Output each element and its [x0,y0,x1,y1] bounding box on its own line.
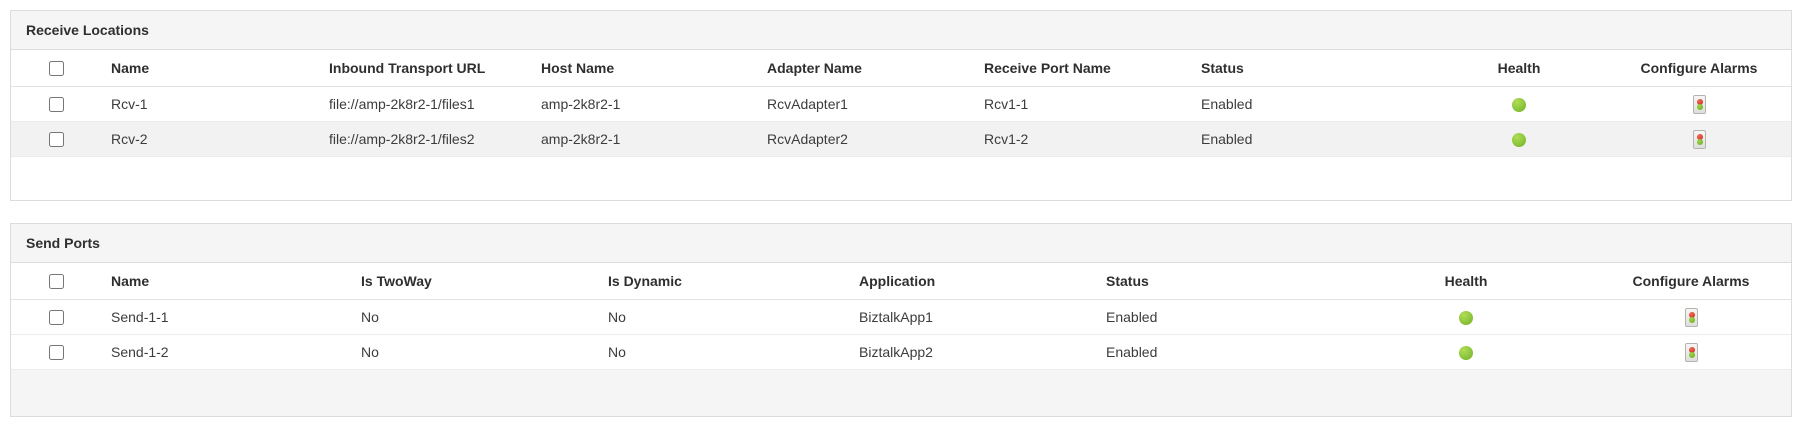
cell-name: Send-1-2 [101,334,351,370]
column-header-is-twoway: Is TwoWay [351,263,598,300]
column-header-application: Application [849,263,1096,300]
cell-configure-alarms [1607,121,1791,157]
configure-alarms-icon[interactable] [1692,129,1706,149]
cell-host-name: amp-2k8r2-1 [531,121,757,157]
cell-name: Rcv-2 [101,121,319,157]
cell-application: BiztalkApp2 [849,334,1096,370]
select-all-checkbox[interactable] [48,61,64,77]
configure-alarms-icon[interactable] [1684,342,1698,362]
cell-is-twoway: No [351,334,598,370]
column-header-configure-alarms: Configure Alarms [1591,263,1791,300]
panel-footer [11,157,1791,200]
health-ok-icon [1459,346,1473,361]
column-header-status: Status [1191,50,1431,87]
configure-alarms-icon[interactable] [1692,94,1706,114]
health-ok-icon [1459,311,1473,326]
cell-health [1341,334,1591,370]
cell-is-dynamic: No [598,334,849,370]
send-ports-panel: Send Ports Name Is TwoWay Is Dynamic App… [10,223,1792,417]
row-checkbox[interactable] [48,345,64,361]
row-checkbox[interactable] [48,310,64,326]
cell-status: Enabled [1191,121,1431,157]
column-header-host-name: Host Name [531,50,757,87]
cell-is-twoway: No [351,299,598,335]
cell-status: Enabled [1096,299,1341,335]
cell-configure-alarms [1591,299,1791,335]
column-header-adapter-name: Adapter Name [757,50,974,87]
cell-inbound-url: file://amp-2k8r2-1/files2 [319,121,531,157]
table-row: Send-1-1 No No BiztalkApp1 Enabled [11,299,1791,335]
receive-locations-table: Name Inbound Transport URL Host Name Ada… [11,50,1791,157]
cell-health [1341,299,1591,335]
configure-alarms-icon[interactable] [1684,307,1698,327]
table-row: Rcv-2 file://amp-2k8r2-1/files2 amp-2k8r… [11,121,1791,157]
cell-name: Send-1-1 [101,299,351,335]
column-header-receive-port-name: Receive Port Name [974,50,1191,87]
health-ok-icon [1512,98,1526,113]
cell-application: BiztalkApp1 [849,299,1096,335]
cell-adapter-name: RcvAdapter2 [757,121,974,157]
panel-title: Send Ports [11,224,1791,263]
cell-inbound-url: file://amp-2k8r2-1/files1 [319,86,531,122]
header-row: Name Is TwoWay Is Dynamic Application St… [11,263,1791,300]
health-ok-icon [1512,133,1526,148]
column-header-name: Name [101,50,319,87]
cell-receive-port-name: Rcv1-2 [974,121,1191,157]
column-header-is-dynamic: Is Dynamic [598,263,849,300]
column-header-health: Health [1431,50,1607,87]
column-header-health: Health [1341,263,1591,300]
cell-receive-port-name: Rcv1-1 [974,86,1191,122]
row-checkbox[interactable] [48,97,64,113]
table-row: Rcv-1 file://amp-2k8r2-1/files1 amp-2k8r… [11,86,1791,122]
column-header-status: Status [1096,263,1341,300]
receive-locations-panel: Receive Locations Name Inbound Transport… [10,10,1792,201]
cell-configure-alarms [1591,334,1791,370]
row-select-cell [11,334,101,370]
cell-status: Enabled [1096,334,1341,370]
panel-footer [11,370,1791,416]
cell-health [1431,121,1607,157]
cell-configure-alarms [1607,86,1791,122]
table-row: Send-1-2 No No BiztalkApp2 Enabled [11,334,1791,370]
column-header-name: Name [101,263,351,300]
row-select-cell [11,86,101,122]
cell-status: Enabled [1191,86,1431,122]
column-header-inbound-url: Inbound Transport URL [319,50,531,87]
cell-name: Rcv-1 [101,86,319,122]
select-all-cell [11,263,101,300]
row-select-cell [11,121,101,157]
panel-title: Receive Locations [11,11,1791,50]
header-row: Name Inbound Transport URL Host Name Ada… [11,50,1791,87]
row-checkbox[interactable] [48,132,64,148]
cell-host-name: amp-2k8r2-1 [531,86,757,122]
select-all-checkbox[interactable] [48,274,64,290]
cell-adapter-name: RcvAdapter1 [757,86,974,122]
cell-health [1431,86,1607,122]
select-all-cell [11,50,101,87]
column-header-configure-alarms: Configure Alarms [1607,50,1791,87]
cell-is-dynamic: No [598,299,849,335]
row-select-cell [11,299,101,335]
send-ports-table: Name Is TwoWay Is Dynamic Application St… [11,263,1791,370]
